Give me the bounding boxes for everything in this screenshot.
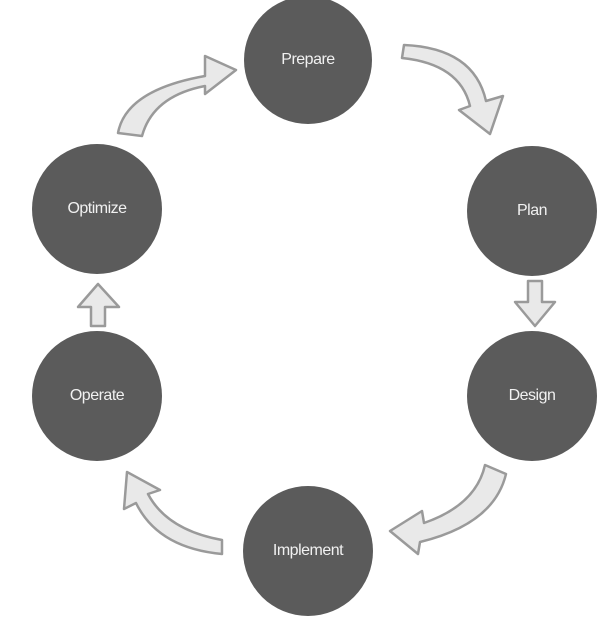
arrow-optimize-to-prepare — [116, 54, 238, 138]
node-design-circle — [467, 331, 597, 461]
node-plan-label: Plan — [517, 202, 547, 219]
node-optimize-circle — [32, 144, 162, 274]
node-operate-label: Operate — [70, 387, 125, 404]
arrow-design-to-implement — [388, 463, 508, 556]
node-operate: Operate — [32, 331, 162, 461]
node-design-label: Design — [509, 387, 556, 404]
node-implement-label: Implement — [273, 542, 344, 559]
node-optimize-label: Optimize — [67, 200, 127, 217]
node-plan-circle — [467, 146, 597, 276]
arrow-plan-to-design — [513, 279, 557, 328]
arrow-prepare-to-plan — [400, 43, 505, 136]
node-optimize: Optimize — [32, 144, 162, 274]
node-implement-circle — [243, 486, 373, 616]
arrow-operate-to-optimize — [76, 282, 121, 328]
node-prepare-label: Prepare — [281, 51, 335, 68]
node-design: Design — [467, 331, 597, 461]
node-prepare-circle — [244, 0, 372, 124]
node-plan: Plan — [467, 146, 597, 276]
arrow-implement-to-operate — [122, 470, 224, 556]
node-implement: Implement — [243, 486, 373, 616]
node-prepare: Prepare — [244, 0, 372, 124]
node-operate-circle — [32, 331, 162, 461]
